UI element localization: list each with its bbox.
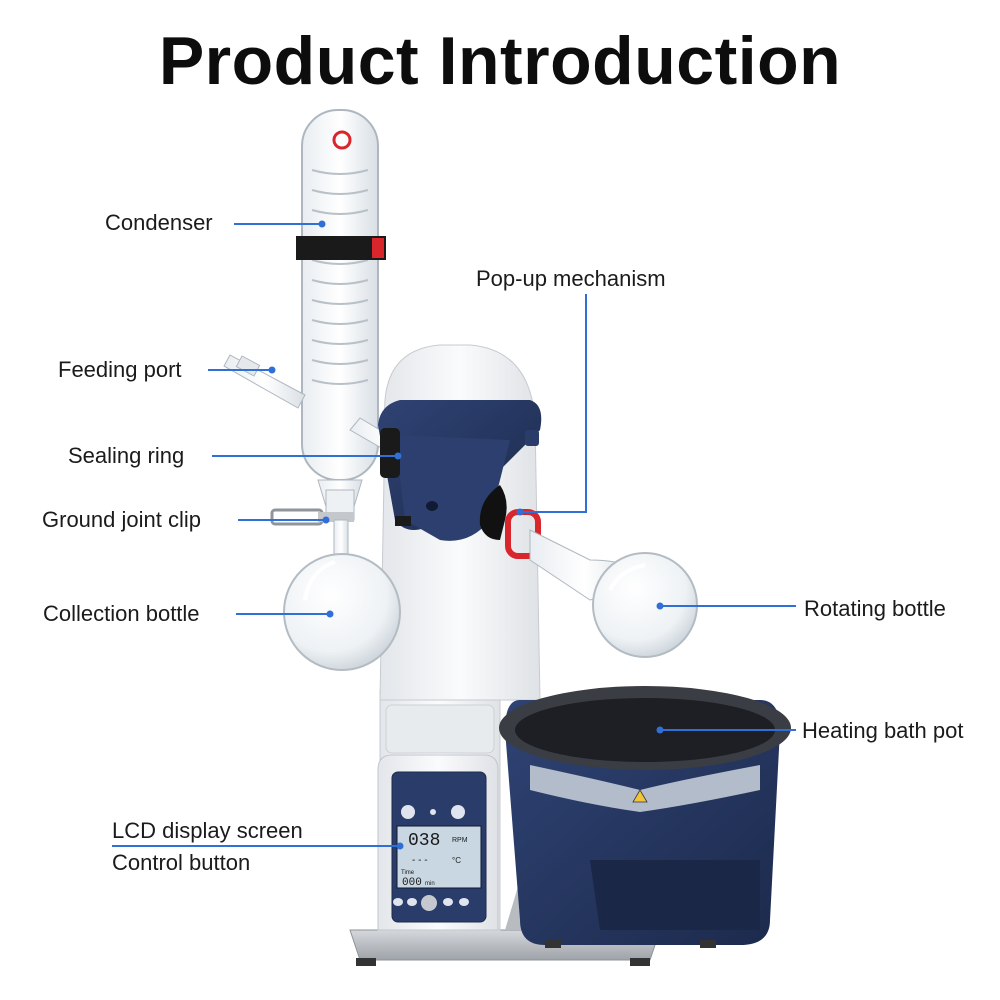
label-control-button: Control button <box>112 850 251 875</box>
label-pop-up-mechanism: Pop-up mechanism <box>476 266 666 291</box>
label-heating-bath-pot: Heating bath pot <box>802 718 964 743</box>
leader-dots <box>268 220 664 850</box>
rotating-bottle <box>529 529 698 658</box>
page-title: Product Introduction <box>158 23 842 99</box>
heating-bath-pot <box>499 686 791 948</box>
label-feeding-port: Feeding port <box>58 357 182 382</box>
control-knob-icon[interactable] <box>421 895 437 911</box>
feeding-port <box>223 354 306 409</box>
up-button-icon[interactable] <box>401 805 415 819</box>
lcd-time-unit: min <box>425 881 435 887</box>
label-collection-bottle: Collection bottle <box>43 601 200 626</box>
control-panel: 038 RPM - - - °C Time 000 min <box>377 754 499 931</box>
down-button-icon[interactable] <box>451 805 465 819</box>
label-condenser: Condenser <box>105 210 213 235</box>
condenser <box>296 109 386 521</box>
label-rotating-bottle: Rotating bottle <box>804 596 946 621</box>
ground-joint-clip <box>270 508 354 526</box>
lcd-time-value: 000 <box>402 877 422 889</box>
lcd-display <box>396 825 482 889</box>
label-lcd-display-screen: LCD display screen <box>112 818 303 843</box>
lcd-time-label: Time <box>401 870 415 876</box>
tilt-knob-icon[interactable] <box>525 430 539 446</box>
label-sealing-ring: Sealing ring <box>68 443 185 468</box>
lcd-rpm-value: 038 <box>408 831 440 851</box>
leader-lines <box>112 223 796 847</box>
label-ground-joint-clip: Ground joint clip <box>42 507 201 532</box>
lcd-temp-unit: °C <box>452 856 461 865</box>
motor-head <box>378 400 542 541</box>
lcd-rpm-unit: RPM <box>452 837 468 844</box>
collection-bottle <box>283 519 401 671</box>
lcd-temp-value: - - - <box>412 855 428 866</box>
